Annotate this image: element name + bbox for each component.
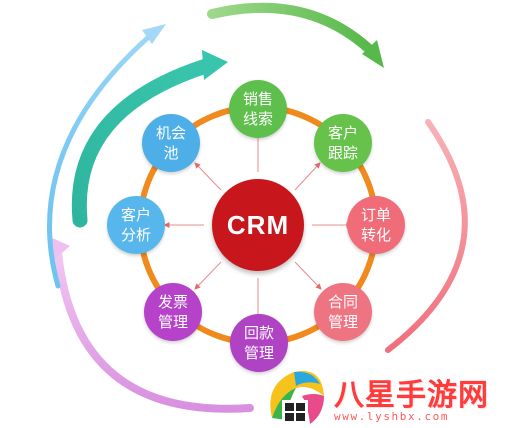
node-label: 销售线索 [242, 90, 273, 128]
node-label: 客户跟踪 [327, 124, 358, 162]
node-payment-management: 回款管理 [230, 314, 288, 372]
center-arrows [163, 131, 353, 321]
arrow-to-invoice-management [194, 261, 222, 290]
crm-center-node: CRM [212, 179, 304, 271]
watermark-logo-icon [270, 371, 324, 424]
node-order-conversion: 订单转化 [347, 196, 405, 254]
node-contract-management: 合同管理 [314, 283, 372, 341]
right-pink-arc [385, 119, 468, 353]
node-label: 回款管理 [243, 324, 274, 362]
arrow-to-opportunity-pool [194, 162, 222, 191]
node-label: 合同管理 [327, 293, 358, 331]
watermark: 八星手游网 www.lyshbx.com [262, 366, 512, 428]
top-green-arc [207, 2, 373, 53]
node-invoice-management: 发票管理 [144, 283, 202, 341]
blue-arrowhead [142, 24, 166, 44]
arrow-to-contract-management [294, 261, 322, 290]
blue-arc [47, 31, 155, 289]
watermark-url: www.lyshbx.com [334, 410, 450, 423]
node-opportunity-pool: 机会池 [142, 114, 200, 172]
node-customer-tracking: 客户跟踪 [314, 114, 372, 172]
node-label: 客户分析 [120, 206, 151, 244]
watermark-site-name: 八星手游网 [334, 378, 489, 413]
arrow-to-customer-tracking [294, 162, 321, 191]
node-label: 机会池 [155, 124, 186, 162]
top-green-arrowhead [362, 40, 384, 68]
node-label: 订单转化 [360, 206, 391, 244]
left-purple-arc [54, 248, 254, 413]
teal-arc [71, 58, 214, 228]
node-customer-analysis: 客户分析 [107, 196, 165, 254]
node-label: 发票管理 [157, 293, 188, 331]
node-sales-leads: 销售线索 [229, 80, 287, 138]
teal-arrowhead [202, 50, 228, 80]
